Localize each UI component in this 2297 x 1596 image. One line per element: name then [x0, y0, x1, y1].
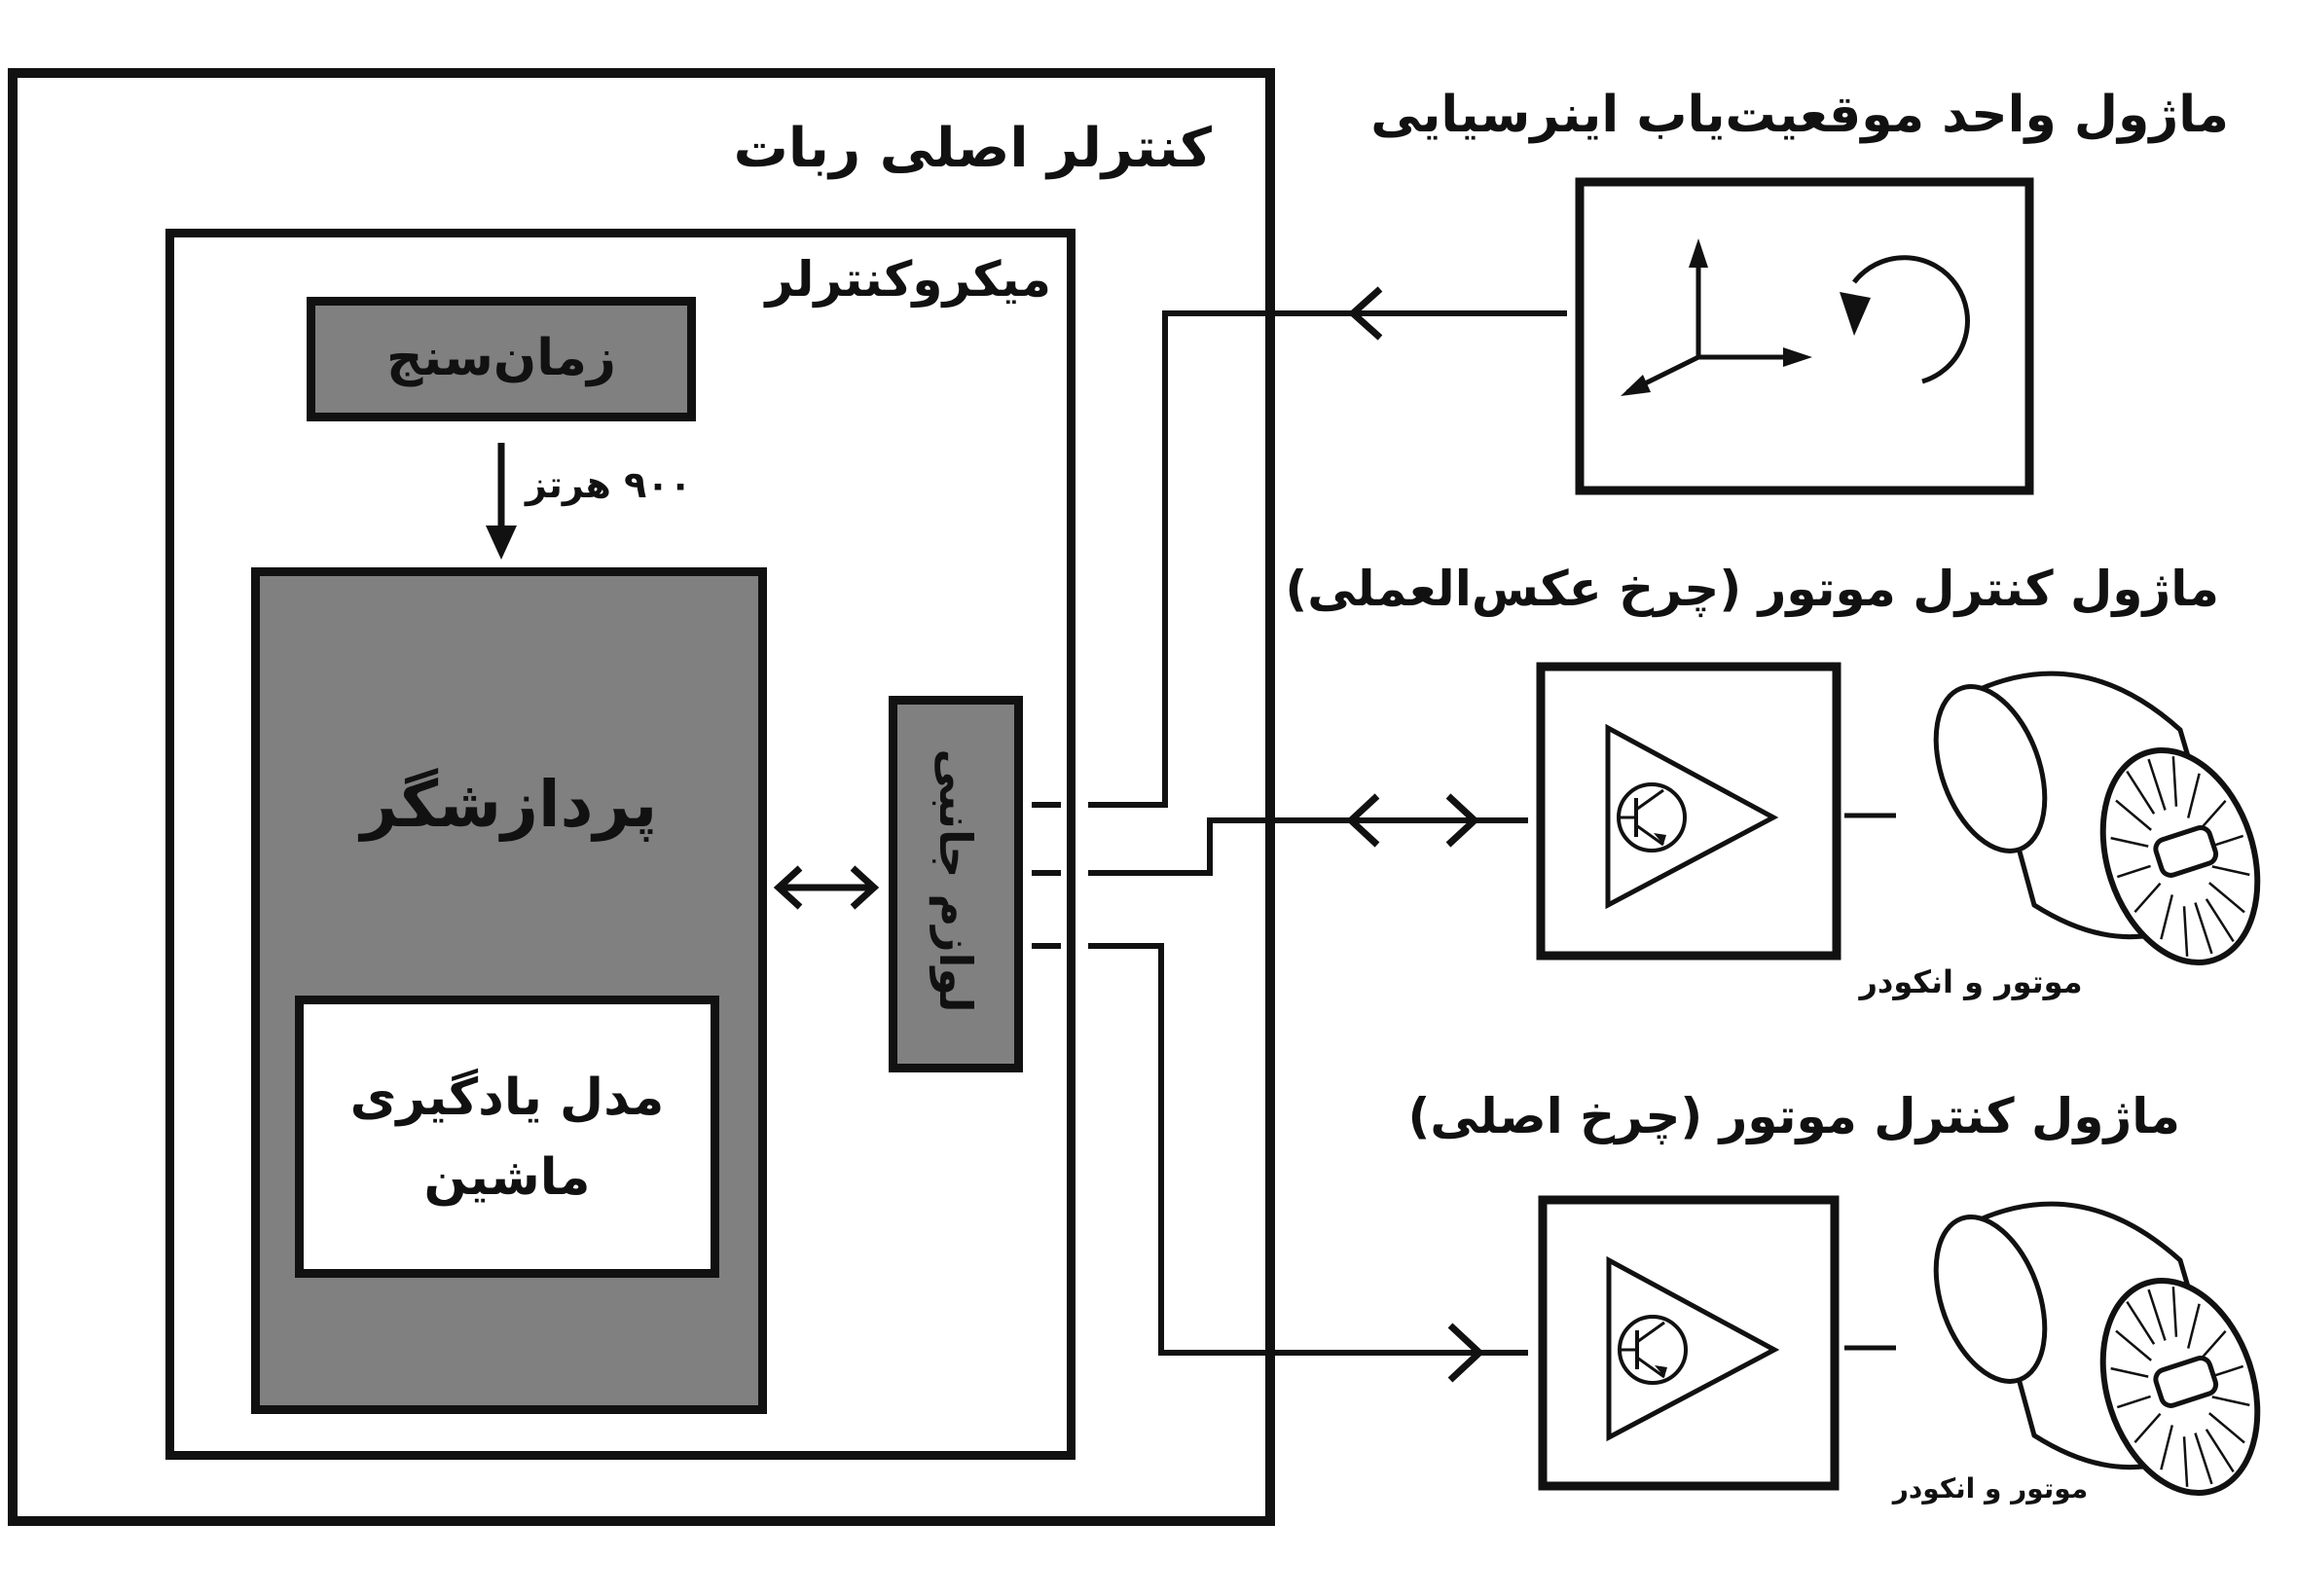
robot-controller-title: کنترلر اصلی ربات	[733, 117, 1212, 180]
motor-reverse-signal-line	[1088, 817, 1528, 876]
processor-peripherals-arrow	[773, 865, 880, 910]
imu-signal-arrowhead	[1347, 286, 1383, 341]
motor-main-signal-line	[1088, 943, 1528, 1356]
imu-module-box	[1575, 177, 2034, 495]
motor-module-main-title: ماژول کنترل موتور (چرخ اصلی)	[1407, 1088, 2180, 1144]
timer-block	[307, 297, 696, 421]
motor-module-reverse-title: ماژول کنترل موتور (چرخ عکس‌العملی)	[1285, 561, 2219, 617]
processor-label: پردازشگر	[360, 767, 658, 842]
rotation-icon	[1840, 255, 1970, 384]
timer-frequency-label: ۹۰۰ هرتز	[526, 463, 692, 506]
microcontroller-title: میکروکنترلر	[765, 251, 1051, 308]
imu-signal-line	[1088, 310, 1567, 808]
motor-main-caption: موتور و انکودر	[1892, 1472, 2089, 1505]
imu-module-title: ماژول واحد موقعیت‌یاب اینرسیایی	[1370, 86, 2229, 144]
motor-encoder-icon-main	[1915, 1202, 2283, 1512]
ml-model-label-line2: ماشین	[423, 1148, 591, 1207]
motor-reverse-caption: موتور و انکودر	[1859, 963, 2083, 1000]
robot-controller-frame	[8, 68, 1275, 1526]
peripheral-pins	[1032, 802, 1061, 949]
microcontroller-frame	[165, 229, 1076, 1460]
axes-icon	[1621, 238, 1812, 396]
ml-model-block	[295, 996, 719, 1278]
ml-model-label-line1: مدل یادگیری	[349, 1069, 665, 1127]
peripherals-block	[889, 696, 1023, 1072]
timer-label: زمان‌سنج	[386, 329, 616, 387]
motor-encoder-icon-reverse	[1915, 671, 2283, 982]
